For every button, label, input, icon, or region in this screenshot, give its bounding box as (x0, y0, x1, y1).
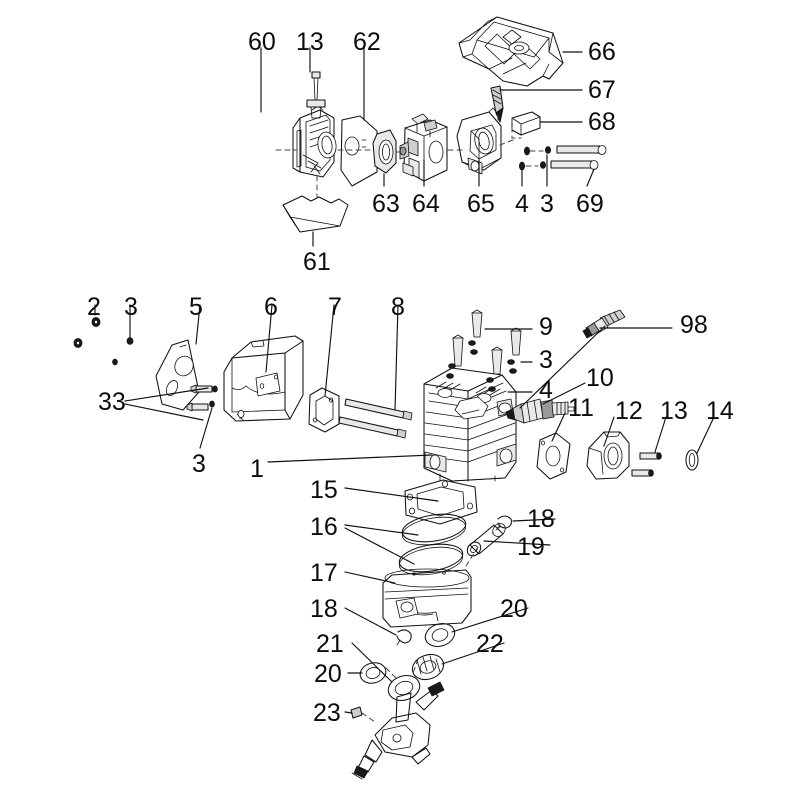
part-muffler-bolts (338, 398, 413, 439)
axis-dash-clip (491, 526, 501, 534)
part-crankshaft (351, 675, 445, 780)
callout-8: 8 (391, 293, 405, 321)
callout-6: 6 (264, 293, 278, 321)
callout-18-top: 18 (527, 505, 555, 533)
callout-2: 2 (87, 293, 101, 321)
callout-15: 15 (310, 476, 338, 504)
callout-61: 61 (303, 248, 331, 276)
callout-33: 33 (98, 388, 126, 416)
callout-4-top: 4 (515, 190, 529, 218)
callout-10: 10 (586, 364, 614, 392)
callout-19: 19 (517, 533, 545, 561)
callout-16: 16 (310, 513, 338, 541)
axis-dash-cage (411, 658, 419, 677)
part-o-ring-14 (685, 449, 699, 471)
callout-1: 1 (250, 455, 264, 483)
part-cylinder-hardware (446, 309, 522, 392)
part-piston (382, 568, 472, 628)
callout-17: 17 (310, 559, 338, 587)
callout-68: 68 (588, 108, 616, 136)
part-circlip-bottom (396, 629, 412, 646)
callout-13-top: 13 (296, 28, 324, 56)
part-heat-shield (155, 339, 200, 411)
callout-65: 65 (467, 190, 495, 218)
part-spacer-ring (372, 129, 397, 174)
part-carburetor (399, 113, 448, 182)
axis-dash-washer (385, 667, 397, 679)
callout-62: 62 (353, 28, 381, 56)
axis-dash-h (511, 117, 522, 139)
part-base-gasket (404, 479, 478, 525)
part-piston-rings (398, 513, 467, 576)
callout-13-right: 13 (660, 397, 688, 425)
callout-3-cyl: 3 (539, 346, 553, 374)
callout-14: 14 (706, 397, 734, 425)
callout-23: 23 (313, 699, 341, 727)
part-base-plate (282, 195, 349, 233)
callout-12: 12 (615, 397, 643, 425)
part-screw-13-right (631, 452, 662, 477)
part-cylinder-assembly (423, 367, 517, 482)
callout-3-top: 3 (540, 190, 554, 218)
callout-20-upper: 20 (500, 595, 528, 623)
part-screw-13-top (306, 71, 326, 119)
part-gasket-62 (340, 115, 378, 187)
part-intake-gasket (536, 432, 571, 480)
callout-18-bottom: 18 (310, 595, 338, 623)
callout-66: 66 (588, 38, 616, 66)
part-insulator-block (511, 111, 541, 136)
callout-20-lower: 20 (314, 660, 342, 688)
callout-7: 7 (328, 293, 342, 321)
part-needle-cage-bearing (411, 653, 445, 681)
callout-3-muffler: 3 (192, 450, 206, 478)
part-intake-flange (586, 431, 630, 480)
leader-lines-top (260, 47, 595, 247)
leader-lines-body (94, 304, 715, 714)
part-nut-2 (73, 317, 134, 366)
callout-5: 5 (189, 293, 203, 321)
callout-22: 22 (476, 630, 504, 658)
part-washer-20-upper (424, 623, 456, 647)
callout-9: 9 (539, 313, 553, 341)
callout-3-left: 3 (124, 293, 138, 321)
axis-dash-pin (465, 546, 479, 567)
part-decompression-valve (582, 309, 626, 339)
part-muffler (223, 335, 304, 422)
part-stud (490, 85, 504, 123)
callout-4-cyl: 4 (539, 376, 553, 404)
callout-21: 21 (316, 630, 344, 658)
callout-11: 11 (568, 394, 594, 422)
part-air-filter-cover (458, 16, 564, 87)
callout-67: 67 (588, 76, 616, 104)
callout-64: 64 (412, 190, 440, 218)
part-woodruff-key (350, 706, 376, 723)
part-air-filter-housing (292, 105, 337, 178)
callout-98: 98 (680, 311, 708, 339)
part-hardware-row-top (519, 145, 607, 171)
callout-60: 60 (248, 28, 276, 56)
callout-69: 69 (576, 190, 604, 218)
part-spark-plug (505, 398, 575, 424)
part-muffler-gasket (308, 387, 340, 433)
axis-dash-e (499, 139, 514, 146)
part-washer-20-lower (359, 662, 387, 684)
callout-63: 63 (372, 190, 400, 218)
